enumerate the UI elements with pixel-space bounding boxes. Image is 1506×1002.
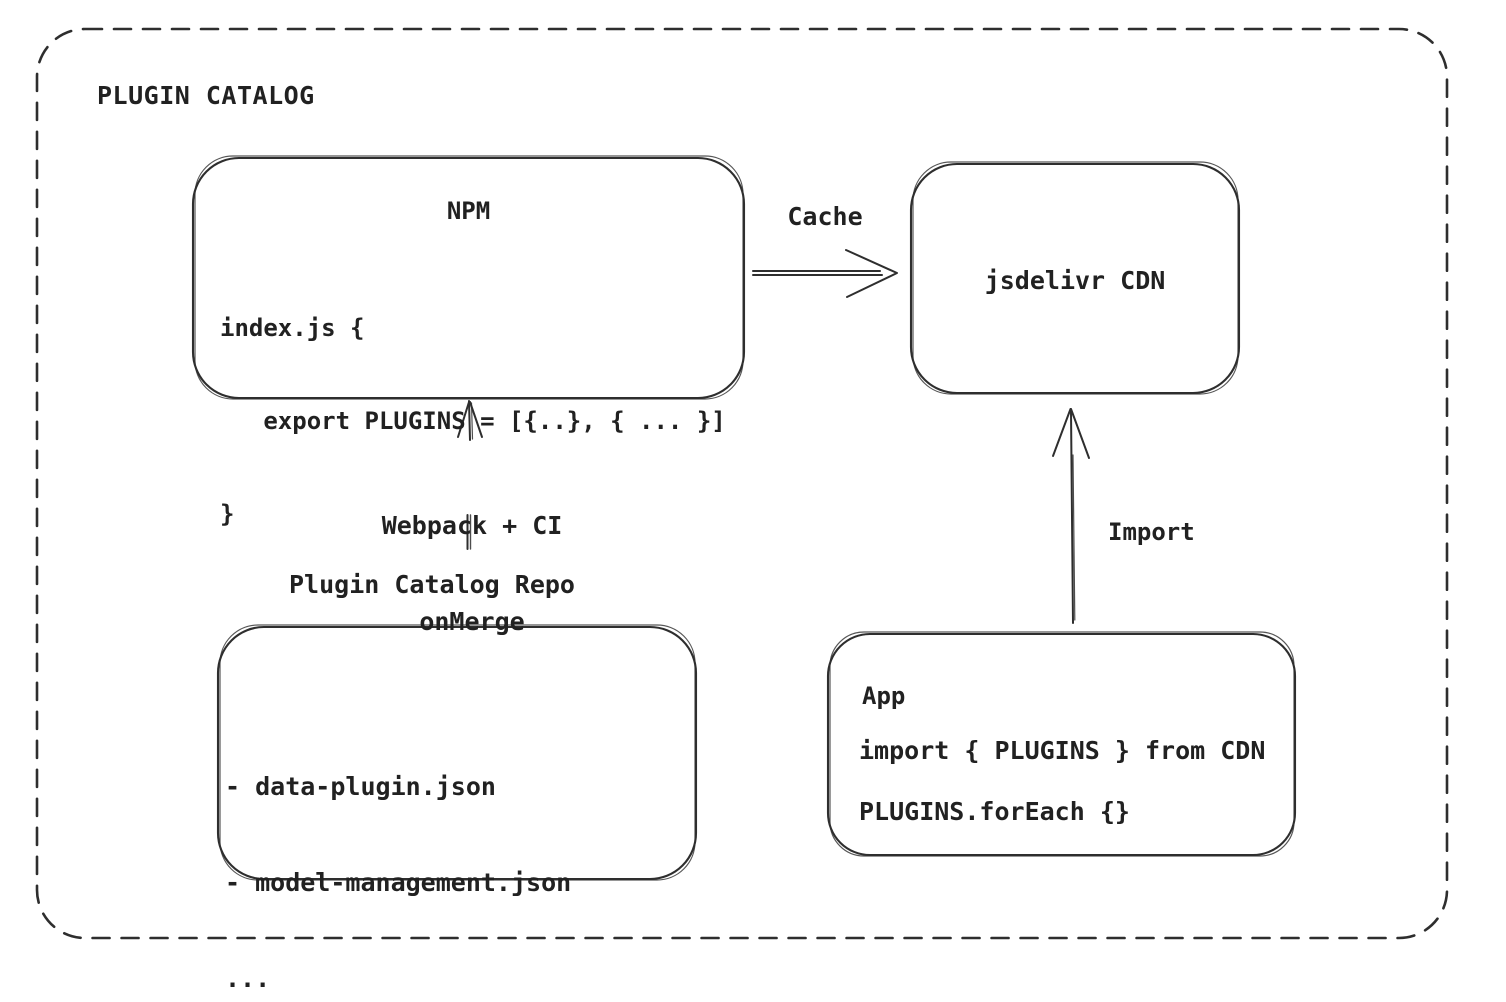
cdn-node[interactable] xyxy=(911,162,1239,394)
build-arrow-label: Webpack + CI onMerge xyxy=(342,446,602,702)
cache-arrow xyxy=(753,250,897,297)
repo-node-heading: Plugin Catalog Repo xyxy=(289,570,575,599)
app-code-line: PLUGINS.forEach {} xyxy=(859,797,1130,826)
cdn-node-label: jsdelivr CDN xyxy=(984,266,1166,295)
cache-arrow-label: Cache xyxy=(787,202,863,231)
catalog-boundary xyxy=(37,29,1447,938)
import-arrow xyxy=(1053,409,1089,623)
app-code-line: import { PLUGINS } from CDN xyxy=(859,736,1266,765)
repo-file-item: ... xyxy=(225,964,271,993)
repo-file-item: - model-management.json xyxy=(225,868,572,897)
npm-node[interactable] xyxy=(193,156,744,399)
npm-code-line: export PLUGINS = [{..}, { ... }] xyxy=(220,407,726,435)
app-node-title: App xyxy=(862,682,906,710)
repo-file-item: - data-plugin.json xyxy=(225,772,496,801)
import-arrow-label: Import xyxy=(1108,518,1195,546)
build-arrow-label-line2: onMerge xyxy=(419,607,525,636)
npm-code-line: } xyxy=(220,500,235,528)
repo-file-list: - data-plugin.json - model-management.js… xyxy=(225,707,571,1002)
build-arrow-label-line1: Webpack + CI xyxy=(381,511,563,540)
repo-node[interactable] xyxy=(218,625,696,880)
app-node[interactable] xyxy=(828,632,1295,856)
npm-node-title: NPM xyxy=(446,197,491,225)
diagram-title: PLUGIN CATALOG xyxy=(97,81,315,110)
npm-code-block: index.js { export PLUGINS = [{..}, { ...… xyxy=(220,251,726,592)
npm-code-line: index.js { xyxy=(220,314,365,342)
build-arrow xyxy=(458,401,482,549)
